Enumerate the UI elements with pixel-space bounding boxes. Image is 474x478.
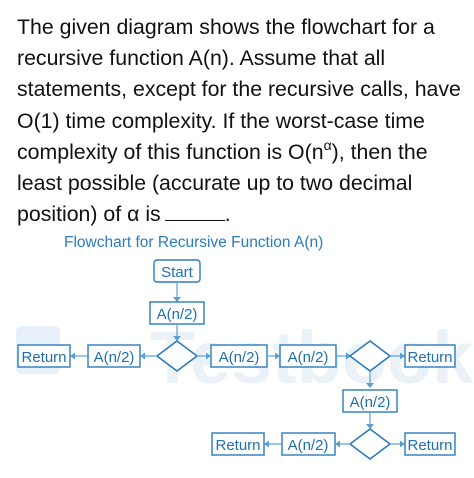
- return-label-bottom: Return: [215, 437, 260, 454]
- decision-diamond-3: [348, 428, 392, 460]
- arrowhead: [335, 440, 340, 448]
- return-label-left: Return: [21, 349, 66, 366]
- arrowhead: [366, 424, 374, 429]
- question-line-7: position) of α is.: [17, 199, 467, 230]
- arrowhead: [346, 352, 351, 360]
- answer-blank: [164, 206, 225, 222]
- flowchart-diagram: Testbook Flowchart for Recursive Functio…: [16, 234, 474, 460]
- return-box-right-2: [404, 432, 456, 456]
- arrowhead: [206, 352, 211, 360]
- question-line-3: statements, except for the recursive cal…: [17, 77, 461, 102]
- question-line-5-before: complexity of this function is O(n: [17, 139, 324, 164]
- call-label-mid-1: A(n/2): [219, 349, 260, 366]
- arrowhead: [275, 352, 280, 360]
- call-label-mid-2: A(n/2): [288, 349, 329, 366]
- question-line-2: recursive function A(n). Assume that all: [17, 46, 386, 71]
- question-text: The given diagram shows the flowchart fo…: [17, 12, 467, 230]
- flowchart-title: Flowchart for Recursive Function A(n): [64, 234, 323, 251]
- question-line-1: The given diagram shows the flowchart fo…: [17, 15, 435, 39]
- call-label-left: A(n/2): [94, 349, 135, 366]
- question-line-5: complexity of this function is O(nα), th…: [17, 137, 467, 168]
- arrowhead: [140, 352, 145, 360]
- call-label-bottom: A(n/2): [288, 437, 329, 454]
- alpha-exponent: α: [323, 136, 332, 153]
- question-line-4: O(1) time complexity. If the worst-case …: [17, 108, 425, 133]
- arrowhead: [173, 336, 181, 341]
- arrowhead: [400, 352, 405, 360]
- question-line-7-after: .: [224, 202, 231, 227]
- return-box-right-1: [404, 344, 456, 368]
- question-line-7-before: position) of α is: [17, 202, 161, 227]
- return-box-bottom: [211, 432, 265, 456]
- return-label-right-2: Return: [407, 437, 452, 454]
- return-label-right-1: Return: [407, 349, 452, 366]
- call-label-lower: A(n/2): [350, 394, 391, 411]
- question-line-6: least possible (accurate up to two decim…: [17, 171, 413, 196]
- question-line-5-after: ), then the: [331, 139, 428, 164]
- start-label: Start: [161, 264, 194, 281]
- arrowhead: [70, 352, 75, 360]
- arrowhead: [400, 440, 405, 448]
- call-label-top: A(n/2): [157, 306, 198, 323]
- arrowhead: [264, 440, 269, 448]
- decision-diamond-1: [155, 340, 199, 372]
- arrowhead: [173, 297, 181, 302]
- arrowhead: [366, 383, 374, 388]
- return-box-left: [17, 344, 71, 368]
